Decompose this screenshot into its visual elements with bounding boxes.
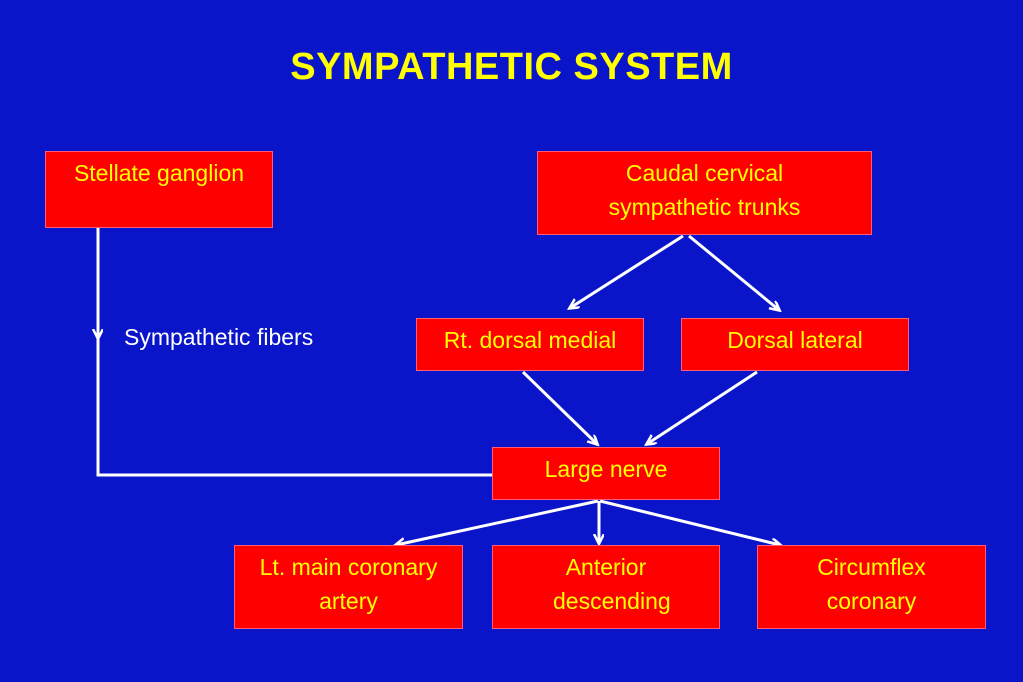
edge-large-nerve-to-circumflex <box>599 499 780 545</box>
node-circumflex-coronary-label: Circumflex coronary <box>817 554 926 614</box>
node-rt-dorsal-medial-label: Rt. dorsal medial <box>443 327 617 353</box>
edge-caudal-to-dorsal-lateral <box>688 234 779 310</box>
node-anterior-descending: Anterior descending <box>492 545 720 629</box>
edge-stellate-to-large-nerve <box>96 336 492 477</box>
node-lt-main-coronary-artery-label: Lt. main coronary artery <box>259 554 438 614</box>
edge-dorsal-lateral-to-large-nerve <box>647 370 758 444</box>
node-caudal-cervical-trunks: Caudal cervical sympathetic trunks <box>537 151 872 235</box>
node-dorsal-lateral-label: Dorsal lateral <box>727 327 863 353</box>
slide-title: SYMPATHETIC SYSTEM <box>290 46 733 88</box>
node-caudal-cervical-trunks-label: Caudal cervical sympathetic trunks <box>608 160 801 220</box>
node-stellate-ganglion: Stellate ganglion <box>45 151 273 228</box>
edge-large-nerve-to-lt-main <box>396 499 599 545</box>
edge-rt-dorsal-medial-to-large-nerve <box>521 370 597 444</box>
node-large-nerve: Large nerve <box>492 447 720 500</box>
node-dorsal-lateral: Dorsal lateral <box>681 318 909 371</box>
sympathetic-fibers-label: Sympathetic fibers <box>124 324 314 350</box>
edge-caudal-to-rt-dorsal-medial <box>570 234 684 308</box>
node-rt-dorsal-medial: Rt. dorsal medial <box>416 318 644 371</box>
node-stellate-ganglion-label: Stellate ganglion <box>73 160 245 186</box>
node-anterior-descending-label: Anterior descending <box>553 554 671 614</box>
node-lt-main-coronary-artery: Lt. main coronary artery <box>234 545 463 629</box>
node-circumflex-coronary: Circumflex coronary <box>757 545 986 629</box>
node-large-nerve-label: Large nerve <box>544 456 668 482</box>
